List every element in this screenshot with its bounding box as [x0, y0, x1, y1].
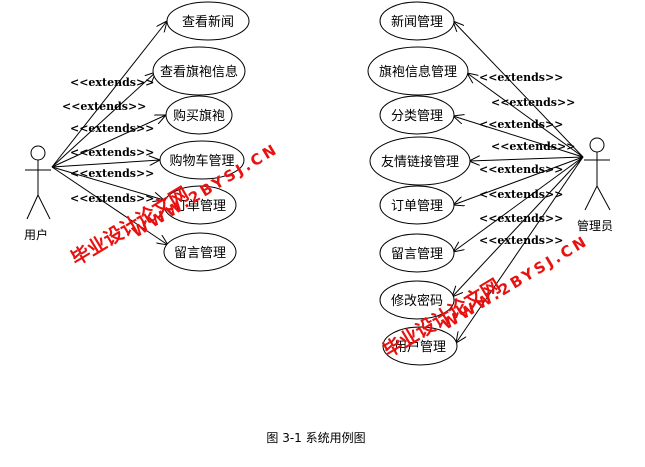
extends-label: <<extends>> — [491, 140, 575, 153]
use-case-label: 查看新闻 — [182, 14, 234, 30]
extends-label: <<extends>> — [70, 167, 154, 180]
user-actor: 用户 — [24, 145, 51, 242]
use-case-label: 订单管理 — [174, 199, 226, 214]
user-associations — [51, 21, 168, 245]
use-case-label: 旗袍信息管理 — [379, 64, 457, 80]
assoc-admin-uc-8 — [456, 156, 584, 343]
use-case-user-management: 用户管理 — [382, 326, 458, 366]
assoc-admin-uc-7 — [452, 156, 584, 297]
use-case-label: 修改密码 — [391, 293, 443, 309]
extends-label: <<extends>> — [479, 212, 563, 225]
user-actor-label: 用户 — [24, 227, 48, 242]
use-case-news-management: 新闻管理 — [379, 1, 455, 41]
use-case-admin-message-management: 留言管理 — [379, 233, 455, 273]
assoc-admin-uc-1 — [453, 21, 584, 158]
use-case-buy-qipao: 购买旗袍 — [165, 95, 233, 135]
use-case-label: 新闻管理 — [391, 14, 443, 30]
extends-label: <<extends>> — [479, 188, 563, 201]
admin-actor: 管理员 — [577, 137, 613, 233]
assoc-admin-uc-3 — [453, 116, 584, 158]
extends-label: <<extends>> — [479, 118, 563, 131]
use-case-label: 购买旗袍 — [173, 108, 225, 124]
use-case-label: 留言管理 — [391, 247, 443, 262]
assoc-user-uc-3 — [51, 115, 166, 168]
user-use-cases: 查看新闻 查看旗袍信息 购买旗袍 购物车管理 订单管理 留言管理 — [152, 1, 250, 272]
assoc-admin-uc-2 — [467, 73, 584, 158]
assoc-user-uc-2 — [51, 72, 156, 168]
admin-associations — [452, 21, 584, 343]
assoc-user-uc-4 — [51, 160, 160, 168]
assoc-admin-uc-4 — [469, 157, 584, 161]
extends-label: <<extends>> — [70, 76, 154, 89]
extends-label: <<extends>> — [62, 100, 146, 113]
use-case-admin-order-management: 订单管理 — [379, 185, 455, 225]
extends-label: <<extends>> — [70, 122, 154, 135]
extends-label: <<extends>> — [70, 192, 154, 205]
use-case-label: 分类管理 — [391, 109, 443, 124]
figure-caption: 图 3-1 系统用例图 — [266, 431, 365, 445]
use-case-qipao-info-management: 旗袍信息管理 — [367, 46, 469, 96]
use-case-label: 订单管理 — [391, 199, 443, 214]
use-case-cart-management: 购物车管理 — [159, 140, 245, 180]
use-case-label: 查看旗袍信息 — [160, 64, 238, 80]
use-case-message-management: 留言管理 — [163, 232, 237, 272]
admin-relation-labels: <<extends>> <<extends>> <<extends>> <<ex… — [479, 71, 575, 247]
use-case-label: 友情链接管理 — [381, 154, 459, 170]
use-case-change-password: 修改密码 — [379, 280, 455, 320]
extends-label: <<extends>> — [491, 96, 575, 109]
use-case-order-management: 订单管理 — [163, 185, 237, 225]
admin-actor-label: 管理员 — [577, 218, 613, 233]
assoc-user-uc-5 — [51, 166, 164, 200]
extends-label: <<extends>> — [479, 71, 563, 84]
use-case-label: 用户管理 — [394, 339, 446, 355]
user-relation-labels: <<extends>> <<extends>> <<extends>> <<ex… — [62, 76, 154, 205]
extends-label: <<extends>> — [479, 234, 563, 247]
use-case-label: 留言管理 — [174, 246, 226, 261]
use-case-link-management: 友情链接管理 — [369, 136, 471, 186]
use-case-category-management: 分类管理 — [379, 95, 455, 135]
admin-use-cases: 新闻管理 旗袍信息管理 分类管理 友情链接管理 订单管理 留言管理 修改密码 — [367, 1, 471, 366]
use-case-label: 购物车管理 — [169, 153, 234, 169]
use-case-view-qipao-info: 查看旗袍信息 — [152, 46, 246, 96]
assoc-user-uc-6 — [51, 166, 168, 245]
extends-label: <<extends>> — [479, 163, 563, 176]
assoc-user-uc-1 — [51, 21, 167, 168]
use-case-view-news: 查看新闻 — [166, 1, 250, 41]
assoc-admin-uc-5 — [453, 156, 584, 205]
extends-label: <<extends>> — [70, 146, 154, 159]
assoc-admin-uc-6 — [453, 156, 584, 252]
